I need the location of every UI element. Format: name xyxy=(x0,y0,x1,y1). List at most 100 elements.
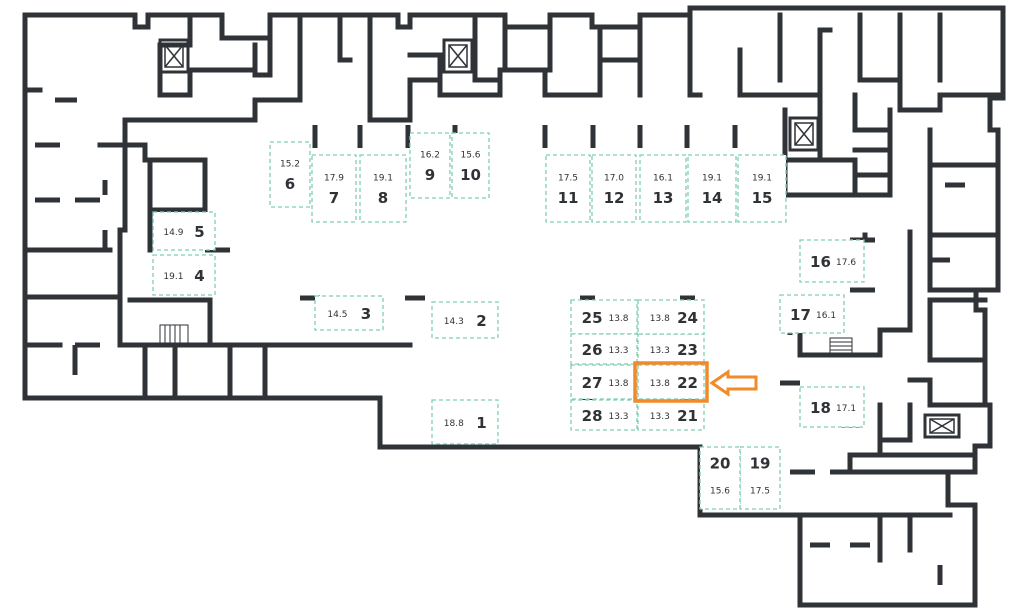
spot-number: 21 xyxy=(677,407,698,425)
spot-number: 16 xyxy=(810,253,831,271)
spot-outline xyxy=(152,211,216,251)
spot-outline xyxy=(451,132,490,199)
spot-area: 15.6 xyxy=(460,151,480,161)
parking-spot-17[interactable]: 16.1 17 xyxy=(779,294,845,334)
spot-outline xyxy=(570,399,638,431)
stairs-icon xyxy=(829,337,853,355)
parking-spot-10[interactable]: 15.610 xyxy=(451,132,490,199)
parking-spot-13[interactable]: 16.1 13 xyxy=(639,154,687,223)
spot-number: 17 xyxy=(790,306,811,324)
parking-spot-20[interactable]: 15.620 xyxy=(699,446,741,510)
spot-outline xyxy=(591,154,637,223)
spot-number: 15 xyxy=(752,189,773,207)
spot-area: 13.8 xyxy=(608,379,628,389)
spot-area: 17.5 xyxy=(558,173,578,183)
spot-area: 19.1 xyxy=(752,173,772,183)
spot-outline xyxy=(409,132,451,199)
spot-number: 14 xyxy=(702,189,723,207)
spot-outline xyxy=(359,154,407,223)
spot-number: 12 xyxy=(604,189,625,207)
spot-number: 24 xyxy=(677,309,698,327)
spot-area: 14.3 xyxy=(444,317,464,327)
parking-spot-24[interactable]: 13.8 24 xyxy=(637,299,705,335)
parking-spot-25[interactable]: 13.825 xyxy=(570,299,638,335)
spot-number: 5 xyxy=(194,223,204,241)
spot-area: 15.2 xyxy=(280,160,300,170)
spot-area: 13.3 xyxy=(608,346,628,356)
elevator-icon xyxy=(923,413,961,439)
spot-number: 19 xyxy=(750,455,771,473)
elevator-icon xyxy=(788,116,820,152)
spot-area: 13.8 xyxy=(650,379,670,389)
spot-area: 17.9 xyxy=(324,173,344,183)
spot-outline xyxy=(545,154,591,223)
parking-spot-26[interactable]: 13.3 26 xyxy=(570,333,638,365)
parking-spot-6[interactable]: 15.26 xyxy=(269,141,311,208)
spot-outline xyxy=(637,364,705,400)
spot-number: 1 xyxy=(476,414,486,432)
elevator-icon xyxy=(158,38,190,74)
spot-area: 17.1 xyxy=(836,404,856,414)
parking-spot-19[interactable]: 17.5 19 xyxy=(739,446,781,510)
spot-area: 13.3 xyxy=(650,412,670,422)
spot-outline xyxy=(639,154,687,223)
spot-outline xyxy=(779,294,845,334)
spot-area: 16.2 xyxy=(420,151,440,161)
parking-spot-8[interactable]: 19.18 xyxy=(359,154,407,223)
elevator-icon xyxy=(442,38,474,74)
spot-area: 16.1 xyxy=(816,311,836,321)
parking-spot-15[interactable]: 19.1 15 xyxy=(737,154,787,223)
spot-outline xyxy=(637,399,705,431)
spot-outline xyxy=(570,333,638,365)
parking-spot-28[interactable]: 13.3 28 xyxy=(570,399,638,431)
spot-outline xyxy=(739,446,781,510)
spot-outline xyxy=(699,446,741,510)
parking-spot-16[interactable]: 17.616 xyxy=(799,239,865,283)
spot-number: 13 xyxy=(653,189,674,207)
spot-area: 13.3 xyxy=(608,412,628,422)
spot-number: 2 xyxy=(476,312,486,330)
spot-area: 17.0 xyxy=(604,173,624,183)
outer-walls xyxy=(22,5,1006,608)
spot-outline xyxy=(152,254,216,296)
interior-walls-left xyxy=(22,12,643,401)
spot-number: 28 xyxy=(582,407,603,425)
parking-spot-11[interactable]: 17.5 11 xyxy=(545,154,591,223)
spot-number: 20 xyxy=(710,455,731,473)
spot-number: 26 xyxy=(582,341,603,359)
spot-area: 19.1 xyxy=(702,173,722,183)
spot-area: 16.1 xyxy=(653,173,673,183)
parking-spot-14[interactable]: 19.1 14 xyxy=(687,154,737,223)
spot-number: 6 xyxy=(285,175,295,193)
spot-number: 18 xyxy=(810,399,831,417)
spot-area: 13.8 xyxy=(650,314,670,324)
spot-outline xyxy=(637,299,705,335)
stairs-icon xyxy=(159,324,189,344)
parking-spot-12[interactable]: 17.0 12 xyxy=(591,154,637,223)
spot-area: 17.5 xyxy=(750,487,770,497)
spot-number: 11 xyxy=(558,189,579,207)
selected-spot-highlight xyxy=(633,361,709,403)
spot-outline xyxy=(570,299,638,335)
spot-outline xyxy=(431,399,499,445)
spot-number: 3 xyxy=(361,305,371,323)
parking-spot-9[interactable]: 16.29 xyxy=(409,132,451,199)
spot-area: 13.3 xyxy=(650,346,670,356)
spot-outline xyxy=(799,386,865,428)
spot-number: 8 xyxy=(378,189,388,207)
spot-number: 25 xyxy=(582,309,603,327)
parking-spot-7[interactable]: 17.97 xyxy=(311,154,357,223)
parking-spot-21[interactable]: 13.3 21 xyxy=(637,399,705,431)
parking-spot-27[interactable]: 13.8 27 xyxy=(570,364,638,400)
spot-number: 27 xyxy=(582,374,603,392)
parking-spot-18[interactable]: 17.1 18 xyxy=(799,386,865,428)
